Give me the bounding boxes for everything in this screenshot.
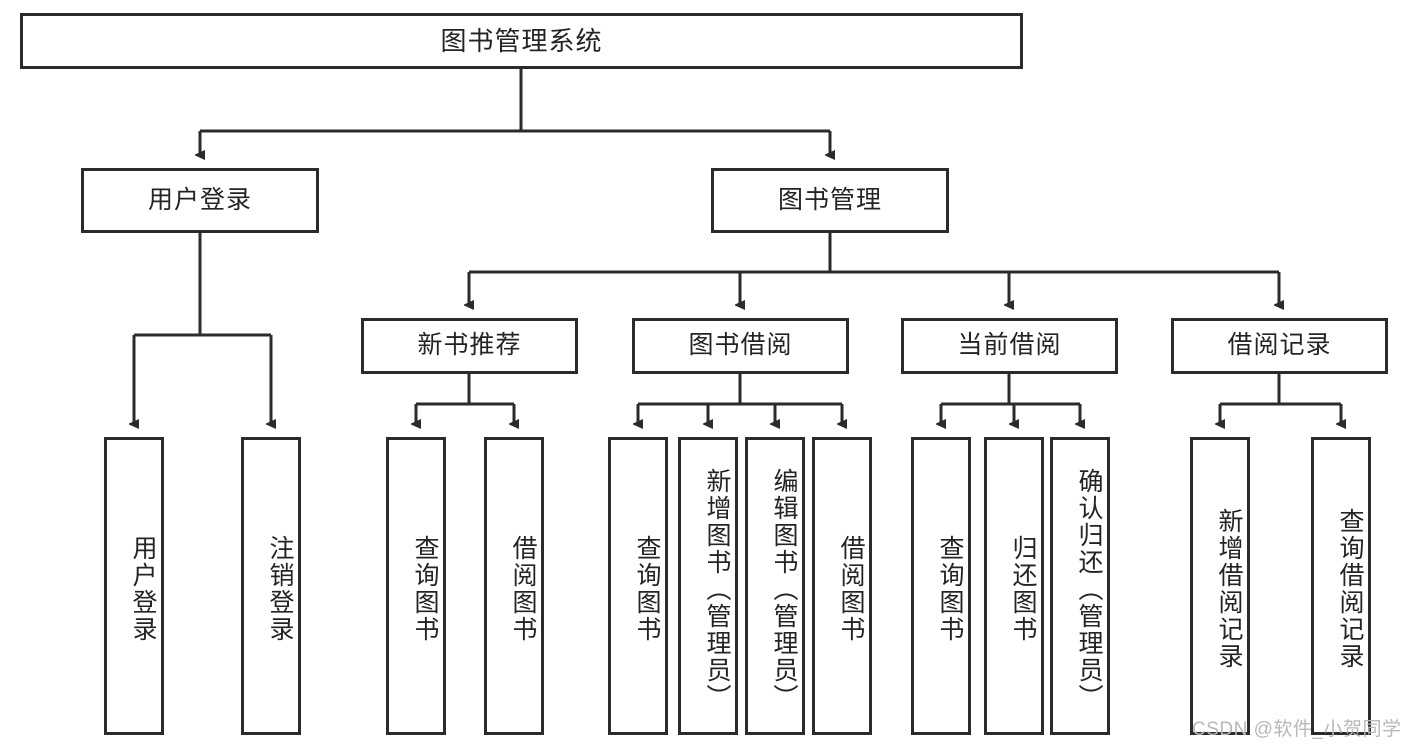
- node-leaf-query-book-2[interactable]: 查询图书: [608, 437, 668, 735]
- node-leaf-query-book-2-label: 查询图书: [633, 535, 661, 643]
- node-leaf-edit-book[interactable]: 编辑图书（管理员）: [745, 437, 805, 735]
- node-leaf-confirm-return[interactable]: 确认归还（管理员）: [1050, 437, 1110, 735]
- node-book-manage-label: 图书管理: [777, 185, 882, 214]
- node-leaf-query-book-3-label: 查询图书: [936, 535, 964, 643]
- node-root[interactable]: 图书管理系统: [20, 13, 1023, 69]
- node-borrow-record-label: 借阅记录: [1227, 331, 1332, 360]
- node-leaf-add-book-label: 新增图书（管理员）: [703, 467, 731, 711]
- node-current-borrow[interactable]: 当前借阅: [901, 318, 1118, 374]
- node-leaf-confirm-return-label: 确认归还（管理员）: [1075, 467, 1103, 711]
- node-user-login[interactable]: 用户登录: [81, 168, 319, 233]
- node-current-borrow-label: 当前借阅: [957, 331, 1062, 360]
- node-leaf-return-book-label: 归还图书: [1009, 535, 1037, 643]
- node-leaf-borrow-book-2-label: 借阅图书: [837, 535, 865, 643]
- node-leaf-query-record-label: 查询借阅记录: [1336, 508, 1364, 670]
- node-new-book-rec[interactable]: 新书推荐: [361, 318, 578, 374]
- node-book-borrow-label: 图书借阅: [688, 331, 793, 360]
- csdn-watermark: CSDN @软件_小贺同学: [1192, 719, 1402, 740]
- node-leaf-query-record[interactable]: 查询借阅记录: [1311, 437, 1371, 735]
- node-book-borrow[interactable]: 图书借阅: [632, 318, 849, 374]
- node-leaf-add-book[interactable]: 新增图书（管理员）: [678, 437, 738, 735]
- node-leaf-return-book[interactable]: 归还图书: [984, 437, 1044, 735]
- node-leaf-borrow-book-1-label: 借阅图书: [509, 535, 537, 643]
- node-leaf-user-login-label: 用户登录: [129, 535, 157, 643]
- node-leaf-borrow-book-1[interactable]: 借阅图书: [484, 437, 544, 735]
- node-leaf-borrow-book-2[interactable]: 借阅图书: [812, 437, 872, 735]
- node-leaf-add-record[interactable]: 新增借阅记录: [1190, 437, 1250, 735]
- node-leaf-user-login[interactable]: 用户登录: [104, 437, 164, 735]
- node-leaf-logout[interactable]: 注销登录: [241, 437, 301, 735]
- node-user-login-label: 用户登录: [147, 185, 252, 214]
- node-book-manage[interactable]: 图书管理: [711, 168, 949, 233]
- node-new-book-rec-label: 新书推荐: [417, 331, 522, 360]
- node-leaf-edit-book-label: 编辑图书（管理员）: [770, 467, 798, 711]
- node-leaf-query-book-1-label: 查询图书: [411, 535, 439, 643]
- node-leaf-logout-label: 注销登录: [266, 535, 294, 643]
- node-leaf-add-record-label: 新增借阅记录: [1215, 508, 1243, 670]
- node-leaf-query-book-1[interactable]: 查询图书: [386, 437, 446, 735]
- node-borrow-record[interactable]: 借阅记录: [1171, 318, 1388, 374]
- node-leaf-query-book-3[interactable]: 查询图书: [911, 437, 971, 735]
- node-root-label: 图书管理系统: [440, 25, 603, 56]
